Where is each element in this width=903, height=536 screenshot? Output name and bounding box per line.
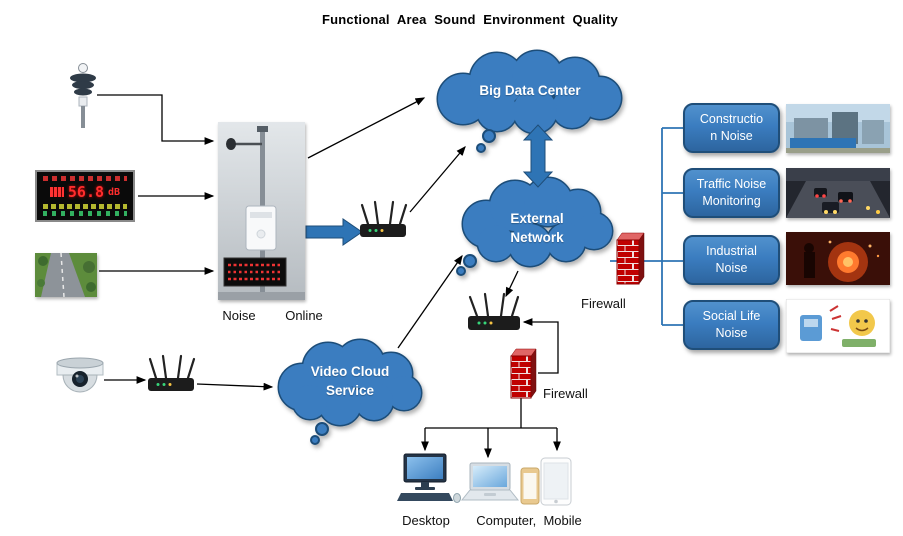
noise-type-box-industrial: Industrial Noise	[683, 235, 780, 285]
block-arrow-station-to-router	[305, 218, 363, 246]
laptop-icon	[460, 462, 520, 501]
noise-type-label-line: n Noise	[710, 129, 753, 143]
firewall-right-icon	[616, 232, 645, 285]
noise-type-box-traffic: Traffic Noise Monitoring	[683, 168, 780, 218]
noise-type-label-line: Noise	[715, 261, 748, 275]
led-top-row	[43, 176, 127, 181]
road-photo	[35, 253, 97, 297]
cloud-tail-puff	[456, 266, 466, 276]
cloud-tail-puff	[482, 129, 496, 143]
led-reading-row: 56.8 dB	[43, 183, 127, 201]
router-main	[360, 200, 408, 237]
weather-sensor-icon	[70, 63, 96, 128]
cloud-label-line: Service	[325, 383, 375, 398]
computer-mobile-label: Computer, Mobile	[476, 513, 582, 528]
cloud-video-cloud-service	[277, 338, 423, 445]
cloud-tail-puff	[463, 254, 477, 268]
block-arrow-bigdata-external	[522, 124, 554, 188]
noise-type-label-line: Industrial	[706, 244, 757, 258]
noise-type-label-line: Noise	[715, 326, 748, 340]
noise-type-label-line: Social Life	[702, 309, 761, 323]
noise-type-box-construction: Constructio n Noise	[683, 103, 780, 153]
page-title: Functional Area Sound Environment Qualit…	[322, 12, 618, 27]
cloud-label-big-data-center: Big Data Center	[479, 83, 581, 98]
router-lan	[468, 292, 520, 330]
connector-arrows	[97, 94, 561, 459]
dome-camera-icon	[56, 357, 104, 393]
mobile-devices-icon	[520, 457, 572, 506]
arrow-router-to-videocloud	[196, 382, 274, 391]
noise-type-box-social: Social Life Noise	[683, 300, 780, 350]
desktop-label: Desktop	[402, 513, 450, 528]
arrow-external-to-router	[505, 270, 519, 298]
cloud-label-line: Network	[510, 230, 564, 245]
station-label-online: Online	[285, 308, 323, 323]
cloud-label-external-network: External Network	[467, 209, 607, 247]
cloud-label-video-cloud: Video Cloud Service	[280, 362, 420, 400]
arrow-firewall-to-router	[522, 318, 559, 374]
cloud-external-network	[456, 176, 614, 276]
arrow-station-to-bigdata	[307, 97, 426, 159]
led-info-row-1	[43, 203, 127, 209]
industrial-noise-photo	[786, 232, 890, 285]
noise-type-label-line: Monitoring	[702, 194, 761, 208]
noise-type-label-line: Traffic Noise	[696, 177, 767, 191]
station-label-noise: Noise	[222, 308, 256, 323]
arrow-sensor-to-station	[97, 94, 215, 145]
firewall-right-label: Firewall	[581, 296, 626, 311]
led-noise-display: 56.8 dB	[35, 170, 135, 222]
arrow-router-to-bigdata	[409, 146, 466, 213]
cloud-tail-puff	[310, 435, 320, 445]
cloud-big-data-center	[436, 49, 623, 153]
construction-noise-photo	[786, 104, 890, 153]
led-info-row-2	[43, 210, 127, 216]
traffic-noise-photo	[786, 168, 890, 218]
noise-station-photo	[218, 122, 305, 300]
led-reading-value: 56.8	[67, 183, 105, 202]
cloud-tail-puff	[476, 143, 486, 153]
led-reading-unit: dB	[108, 186, 121, 198]
led-cn-label-block	[49, 187, 64, 198]
arrow-videocloud-to-external	[397, 254, 463, 349]
firewall-bottom-label: Firewall	[543, 386, 588, 401]
desktop-icon	[397, 453, 461, 503]
cloud-label-line: External	[510, 211, 564, 226]
firewall-bottom-icon	[510, 348, 537, 399]
social-life-noise-photo	[786, 299, 890, 353]
router-video	[148, 354, 196, 391]
cloud-tail-puff	[315, 422, 329, 436]
noise-type-label-line: Constructio	[699, 112, 764, 126]
cloud-label-line: Video Cloud	[310, 364, 390, 379]
